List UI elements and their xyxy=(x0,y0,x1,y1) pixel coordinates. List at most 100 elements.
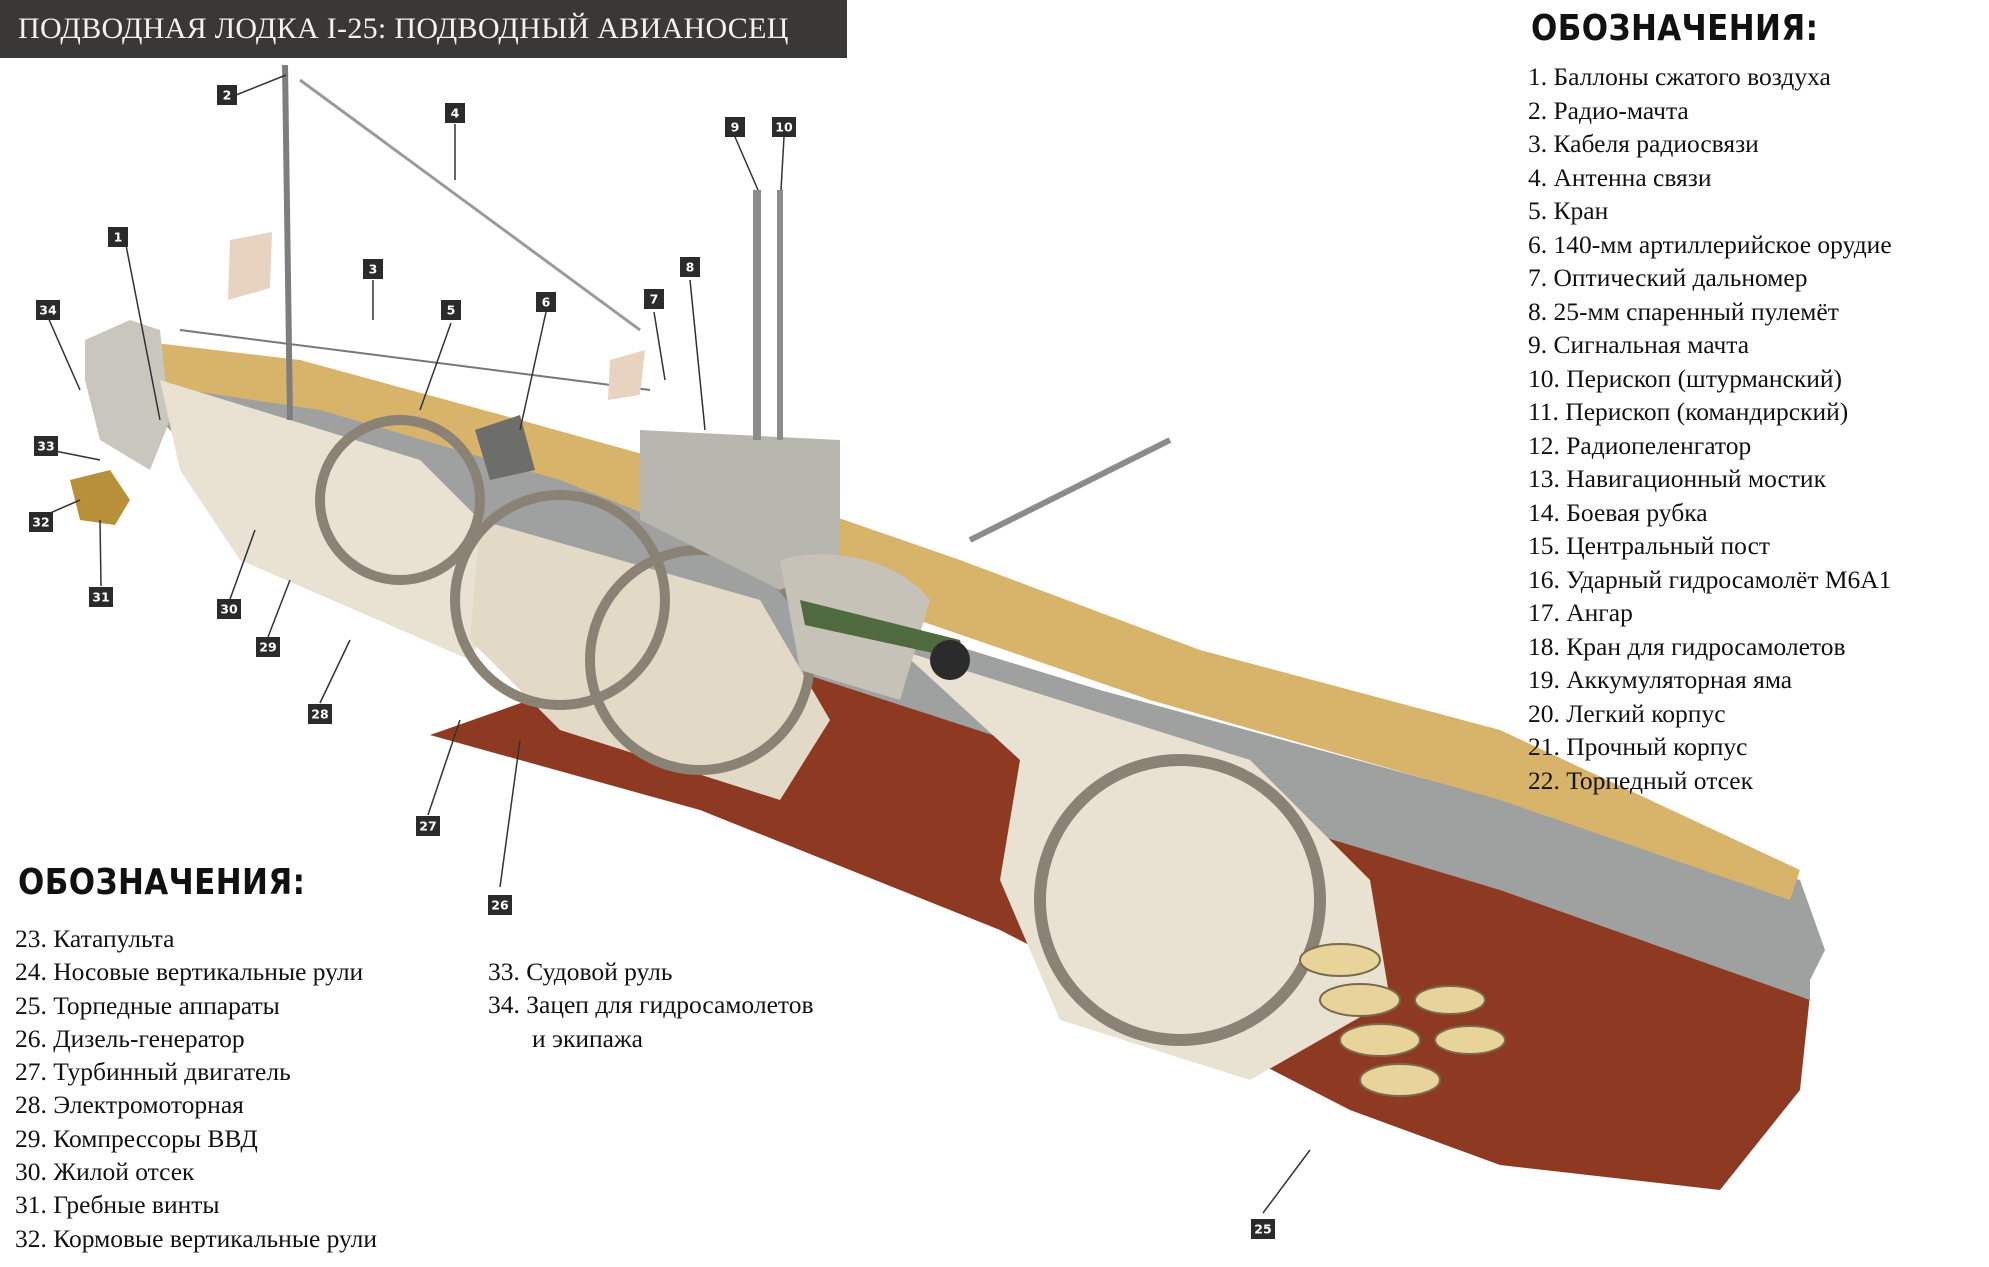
callout-number: 10 xyxy=(775,120,793,135)
callout-26: 26 xyxy=(488,895,512,915)
legend-list-bottom-right: 33. Судовой руль 34. Зацеп для гидросамо… xyxy=(488,955,814,1055)
callout-4: 4 xyxy=(445,103,465,123)
legend-item: 10. Перископ (штурманский) xyxy=(1528,363,1843,393)
stern xyxy=(85,320,170,470)
callout-box xyxy=(445,103,465,123)
legend-item: и экипажа xyxy=(532,1023,643,1053)
legend-list-bottom-left: 23. Катапульта 24. Носовые вертикальные … xyxy=(15,922,377,1255)
stern-propeller xyxy=(70,470,130,525)
seaplane xyxy=(800,600,965,660)
pressure-ring xyxy=(450,490,670,710)
legend-item: 25. Торпедные аппараты xyxy=(15,990,280,1020)
callout-box xyxy=(217,85,237,105)
legend-item: 9. Сигнальная мачта xyxy=(1528,330,1750,359)
radio-cable xyxy=(179,329,651,391)
seaplane-engine xyxy=(930,640,970,680)
legend-item: 12. Радиопеленгатор xyxy=(1528,430,1752,460)
legend-item: 28. Электромоторная xyxy=(15,1090,244,1120)
callout-30: 30 xyxy=(217,599,241,619)
callout-number: 32 xyxy=(32,515,49,530)
callout-box xyxy=(89,587,113,607)
callout-29: 29 xyxy=(256,637,280,657)
pressure-ring xyxy=(1034,754,1326,1046)
callout-8: 8 xyxy=(680,257,700,277)
flag-tower xyxy=(608,350,645,400)
callout-28: 28 xyxy=(308,704,332,724)
callout-box xyxy=(416,816,440,836)
callout-5: 5 xyxy=(441,300,461,320)
callout-box xyxy=(772,117,796,137)
callout-box xyxy=(644,289,664,309)
legend-item: 31. Гребные винты xyxy=(15,1190,220,1220)
callout-box xyxy=(29,512,53,532)
legend-heading-bottom: ОБОЗНАЧЕНИЯ: xyxy=(18,862,306,903)
torpedo-tubes xyxy=(1299,943,1506,1097)
callout-box xyxy=(441,300,461,320)
legend-item: 17. Ангар xyxy=(1528,598,1633,627)
callout-box xyxy=(1251,1219,1275,1239)
callout-number: 25 xyxy=(1254,1222,1271,1237)
interior-fwd xyxy=(900,650,1390,1080)
callout-number: 29 xyxy=(259,640,276,655)
callout-7: 7 xyxy=(644,289,664,309)
legend-item: 14. Боевая рубка xyxy=(1528,497,1708,527)
main-hull xyxy=(120,340,1825,1000)
legend-item: 22. Торпедный отсек xyxy=(1528,765,1754,795)
callout-box xyxy=(308,704,332,724)
callout-box xyxy=(108,227,128,247)
legend-item: 26. Дизель-генератор xyxy=(15,1023,245,1053)
callout-box xyxy=(256,637,280,657)
callout-6: 6 xyxy=(536,292,556,312)
callout-33: 33 xyxy=(34,436,58,456)
legend-item: 21. Прочный корпус xyxy=(1528,732,1748,761)
callout-1: 1 xyxy=(108,227,128,247)
callout-box xyxy=(36,300,60,320)
pressure-ring xyxy=(315,415,485,585)
legend-item: 23. Катапульта xyxy=(15,924,175,953)
legend-item: 33. Судовой руль xyxy=(488,957,673,986)
legend-item: 15. Центральный пост xyxy=(1528,531,1771,560)
legend-item: 8. 25-мм спаренный пулемёт xyxy=(1528,296,1839,326)
legend-item: 30. Жилой отсек xyxy=(15,1157,195,1187)
callout-box xyxy=(363,259,383,279)
callout-10: 10 xyxy=(772,117,796,137)
callout-number: 34 xyxy=(39,303,57,318)
legend-item: 34. Зацеп для гидросамолетов xyxy=(488,990,814,1020)
callout-number: 8 xyxy=(686,260,695,275)
deck xyxy=(120,340,1800,900)
legend-item: 1. Баллоны сжатого воздуха xyxy=(1528,62,1831,91)
radio-mast xyxy=(282,64,293,421)
callout-31: 31 xyxy=(89,587,113,607)
deck-gun xyxy=(475,415,535,480)
callout-number: 4 xyxy=(451,106,460,121)
callout-number: 3 xyxy=(369,262,378,277)
callout-32: 32 xyxy=(29,512,53,532)
legend-item: 4. Антенна связи xyxy=(1528,162,1712,192)
legend-item: 5. Кран xyxy=(1528,196,1609,225)
legend-item: 11. Перископ (командирский) xyxy=(1528,397,1849,426)
interior-aft xyxy=(160,380,520,660)
page-title: ПОДВОДНАЯ ЛОДКА I-25: ПОДВОДНЫЙ АВИАНОСЕ… xyxy=(0,0,847,58)
callout-number: 31 xyxy=(92,590,109,605)
flag-stern xyxy=(228,232,272,300)
callout-27: 27 xyxy=(416,816,440,836)
crane-arm xyxy=(968,437,1172,543)
leader-lines xyxy=(39,74,1311,1214)
legend-item: 6. 140-мм артиллерийское орудие xyxy=(1528,229,1892,259)
legend-item: 20. Легкий корпус xyxy=(1528,698,1726,728)
callout-number: 27 xyxy=(419,819,436,834)
legend-item: 32. Кормовые вертикальные рули xyxy=(15,1223,378,1253)
callout-box xyxy=(536,292,556,312)
legend-list-right: 1. Баллоны сжатого воздуха 2. Радио-мачт… xyxy=(1528,60,1892,797)
callout-box xyxy=(725,117,745,137)
callout-number: 6 xyxy=(542,295,551,310)
callout-number: 1 xyxy=(114,230,123,245)
antenna-cable xyxy=(299,78,641,332)
callout-number: 9 xyxy=(731,120,740,135)
legend-item: 29. Компрессоры ВВД xyxy=(15,1123,258,1153)
legend-item: 16. Ударный гидросамолёт M6A1 xyxy=(1528,564,1892,594)
callout-box xyxy=(488,895,512,915)
callout-3: 3 xyxy=(363,259,383,279)
callout-number: 26 xyxy=(491,898,509,913)
